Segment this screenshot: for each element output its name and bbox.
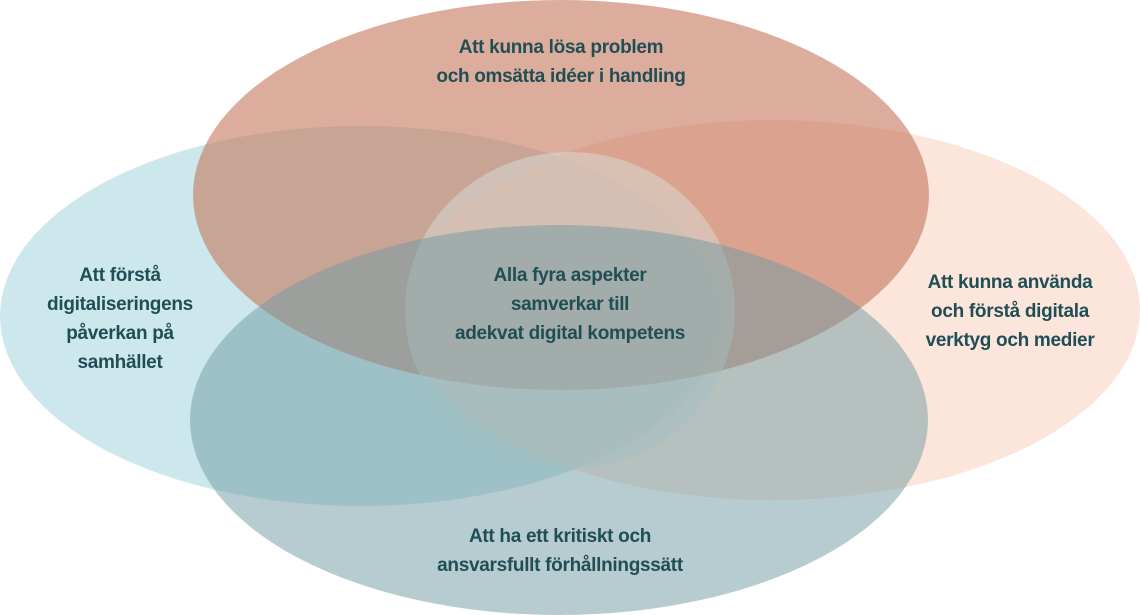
label-center: Alla fyra aspekter samverkar till adekva…: [410, 261, 730, 348]
ellipse-critical: [190, 225, 928, 615]
label-line: Alla fyra aspekter: [493, 265, 647, 286]
label-line: och omsätta idéer i handling: [436, 66, 686, 87]
label-line: Att kunna använda: [927, 272, 1093, 293]
label-line: ansvarsfullt förhållningssätt: [437, 555, 683, 576]
label-line: Att förstå: [79, 265, 161, 286]
label-problem: Att kunna lösa problem och omsätta idéer…: [371, 33, 751, 91]
label-line: påverkan på: [66, 323, 174, 344]
label-line: adekvat digital kompetens: [454, 323, 686, 344]
label-line: och förstå digitala: [931, 301, 1089, 322]
label-line: verktyg och medier: [925, 330, 1095, 351]
label-tools: Att kunna använda och förstå digitala ve…: [900, 268, 1120, 355]
label-line: samhället: [77, 352, 163, 373]
label-line: Att kunna lösa problem: [458, 37, 664, 58]
label-line: samverkar till: [510, 294, 630, 315]
label-line: Att ha ett kritiskt och: [468, 526, 652, 547]
label-society: Att förstå digitaliseringens påverkan på…: [20, 261, 220, 377]
label-critical: Att ha ett kritiskt och ansvarsfullt för…: [380, 522, 740, 580]
label-line: digitaliseringens: [47, 294, 193, 315]
